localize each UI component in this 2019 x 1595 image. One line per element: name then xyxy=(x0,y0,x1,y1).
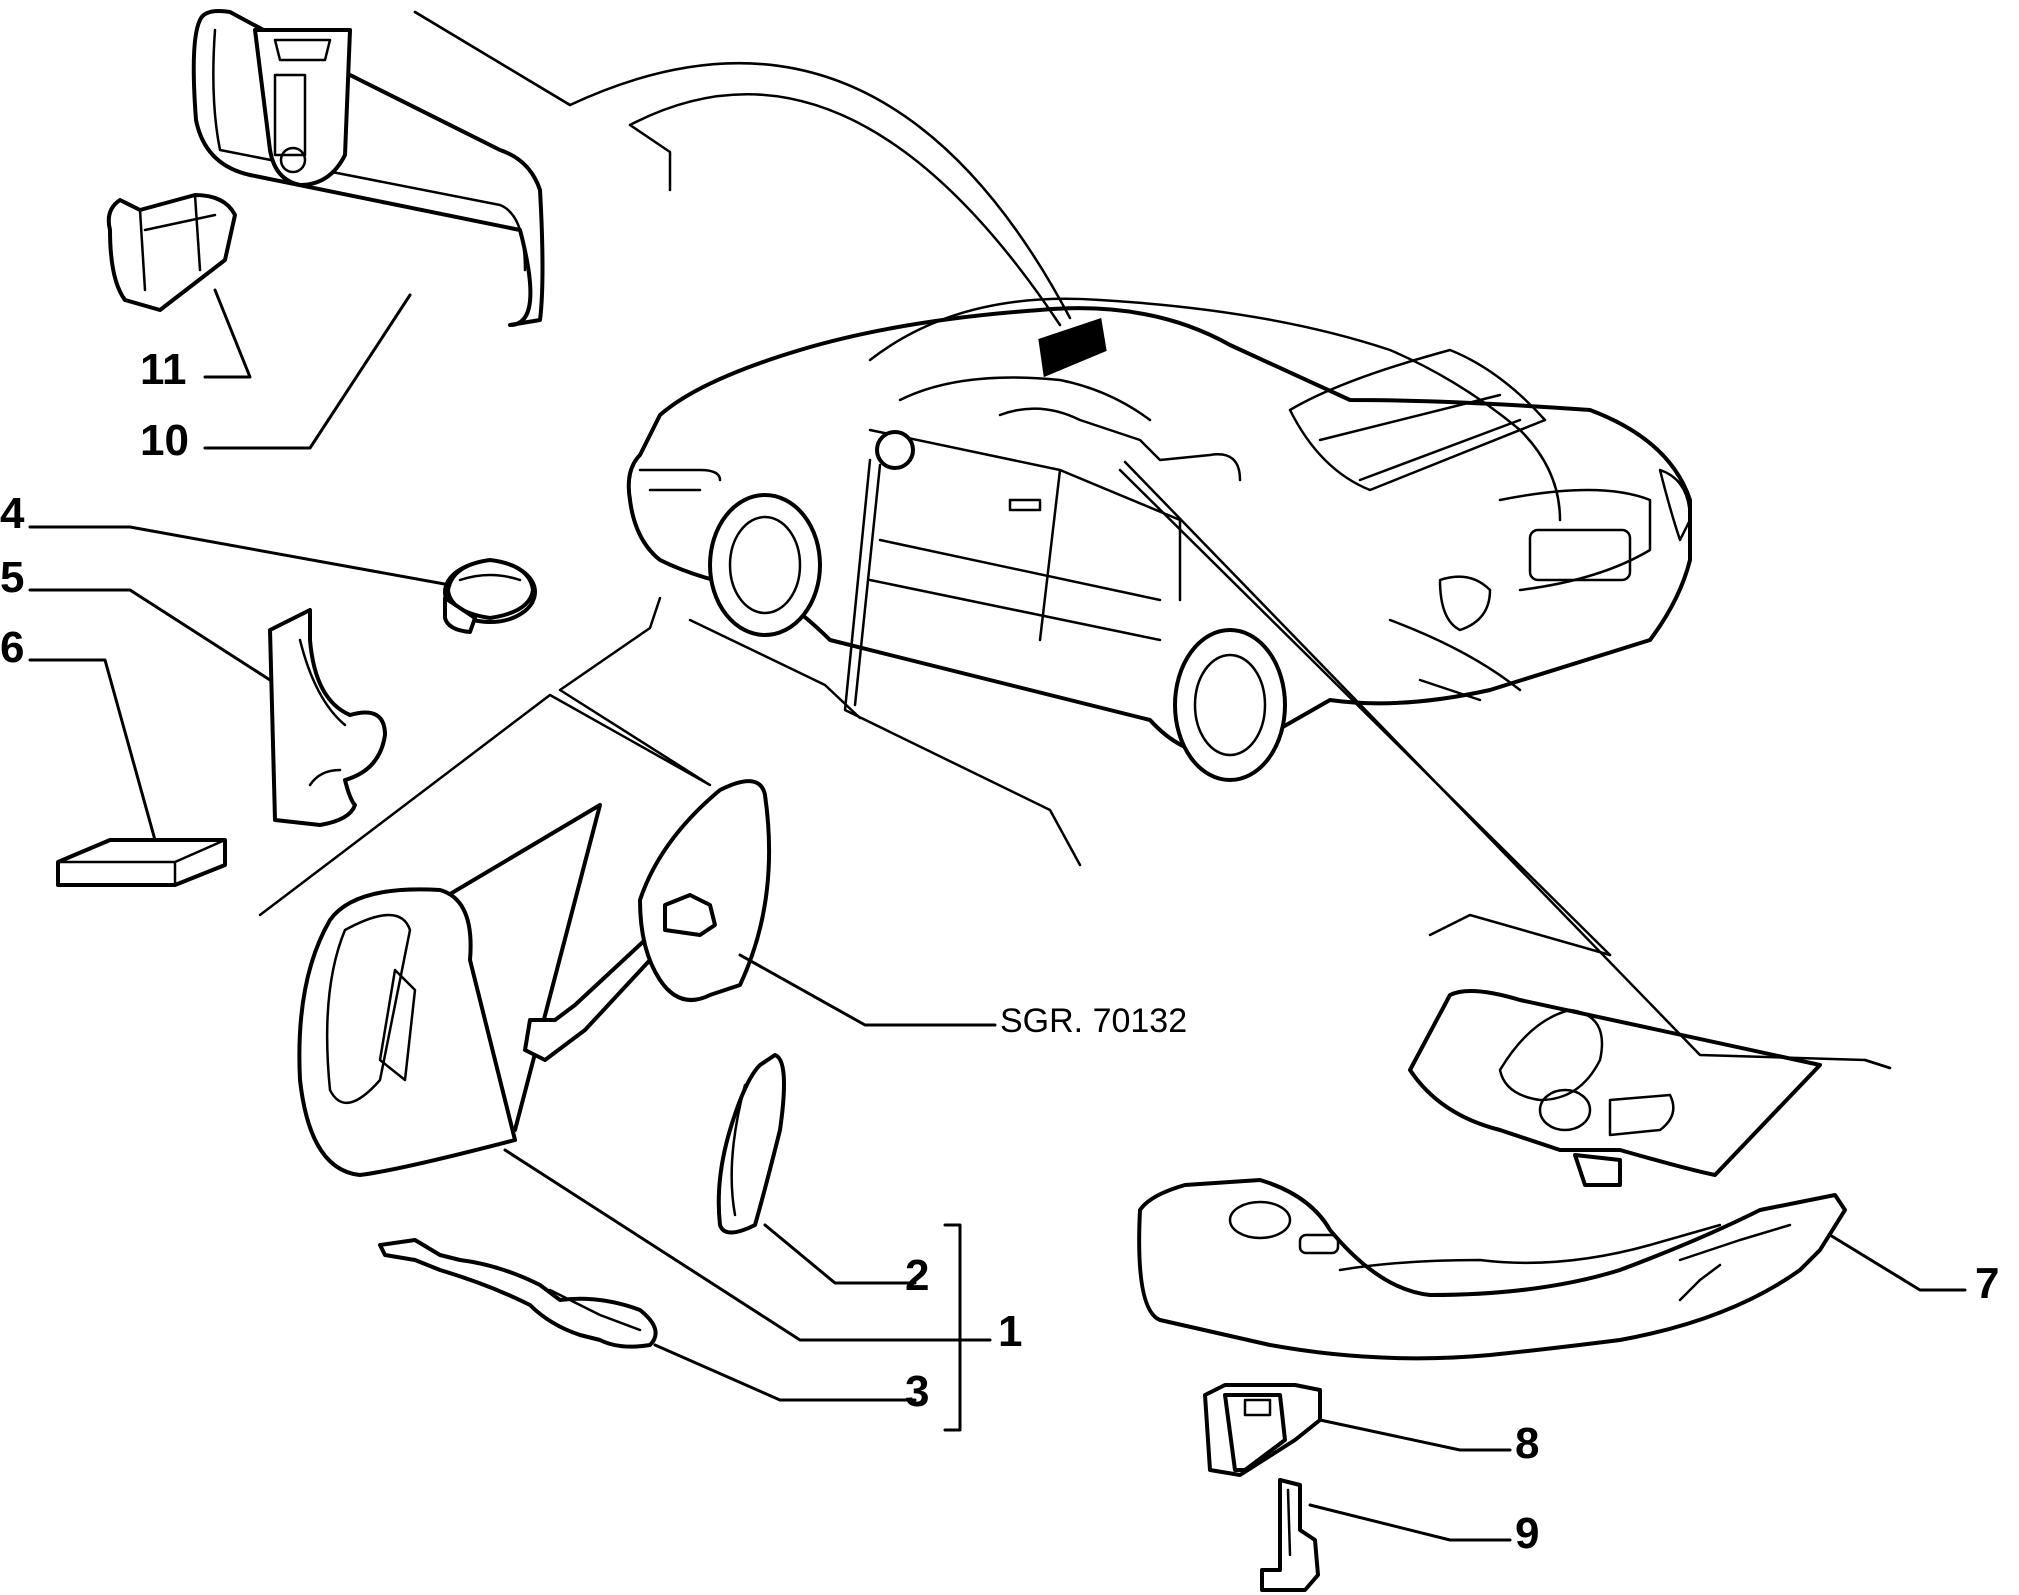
callout-lines xyxy=(258,10,1892,1070)
label-3: 3 xyxy=(905,1367,929,1416)
label-2: 2 xyxy=(905,1251,929,1300)
callout-labels: 11 10 4 5 6 SGR. 70132 2 1 3 7 8 9 xyxy=(0,345,1999,1558)
label-1: 1 xyxy=(998,1307,1022,1356)
rear-view-mirror xyxy=(191,9,545,327)
label-6: 6 xyxy=(0,623,24,672)
door-mirror-assembly xyxy=(297,779,772,1177)
mirror-glass xyxy=(716,1053,786,1235)
rubber-grommet xyxy=(443,558,537,634)
label-7: 7 xyxy=(1975,1259,1999,1308)
adhesive-pad xyxy=(56,838,227,887)
reference-sgr: SGR. 70132 xyxy=(1000,1002,1187,1040)
leader-lines xyxy=(28,288,1967,1542)
label-8: 8 xyxy=(1515,1419,1539,1468)
car-illustration xyxy=(626,297,1692,782)
interior-light-switch xyxy=(1203,1383,1322,1477)
label-10: 10 xyxy=(140,416,189,465)
wiring-harness xyxy=(378,1238,658,1349)
mirror-mounting-clip xyxy=(106,193,237,312)
electrical-terminal xyxy=(1260,1478,1320,1592)
interior-light-assembly xyxy=(1137,989,1847,1361)
mirror-seal xyxy=(268,608,387,827)
label-9: 9 xyxy=(1515,1509,1539,1558)
label-11: 11 xyxy=(140,345,187,394)
label-4: 4 xyxy=(0,489,25,538)
label-5: 5 xyxy=(0,553,24,602)
